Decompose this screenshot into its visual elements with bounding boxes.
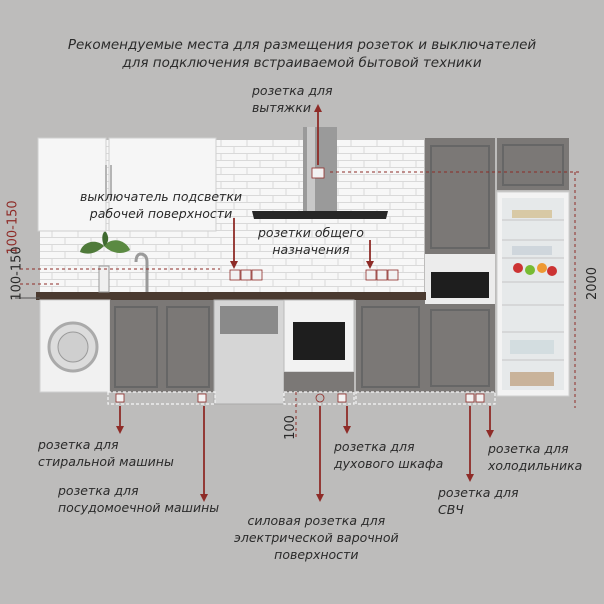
title-line-1: Рекомендуемые места для размещения розет… <box>67 37 537 53</box>
socket-markers <box>115 167 485 403</box>
lower-cabinets <box>39 299 425 405</box>
dimension-fridge-height: 2000 <box>585 266 601 301</box>
faucet <box>134 252 149 292</box>
open-refrigerator <box>496 191 570 397</box>
arrows <box>116 104 494 502</box>
plinth-outline <box>107 391 496 405</box>
countertop <box>36 292 426 300</box>
range-hood <box>252 127 388 219</box>
title-line-2: для подключения встраиваемой бытовой тех… <box>122 55 482 71</box>
dimension-backsplash-bottom: 100-150 <box>9 246 25 301</box>
upper-cabinets <box>37 137 217 232</box>
potted-plant <box>80 231 130 293</box>
dimension-socket-height: 100 <box>282 415 298 440</box>
tall-cabinet <box>425 138 569 392</box>
guide-lines <box>20 171 580 440</box>
